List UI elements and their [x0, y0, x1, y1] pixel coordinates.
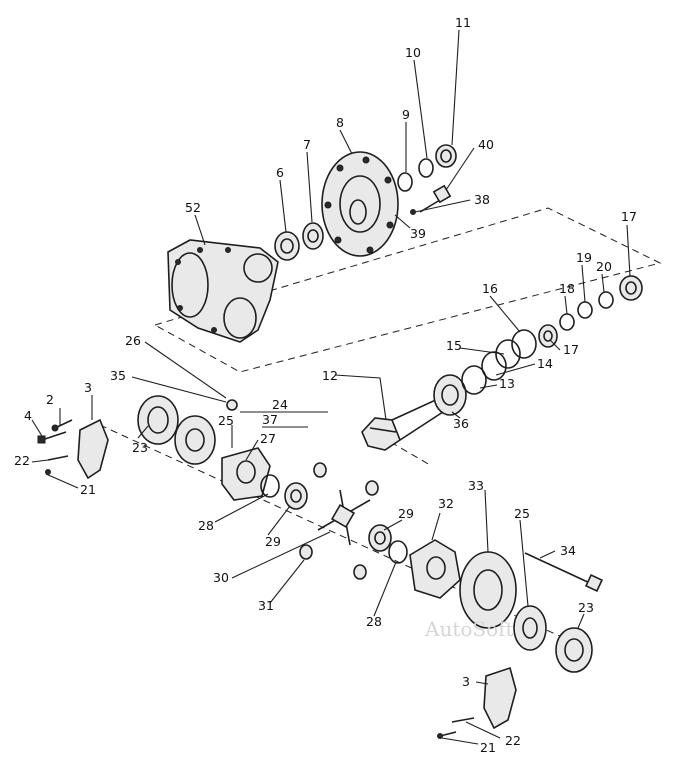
- callout-6: 6: [276, 165, 284, 180]
- lock-plate-22-right: [451, 717, 475, 723]
- callout-26: 26: [125, 333, 141, 348]
- differential-case-27: [221, 447, 271, 501]
- callout-11: 11: [455, 15, 471, 30]
- callout-24: 24: [272, 397, 288, 412]
- callout-29-left: 29: [265, 534, 281, 549]
- side-gear-29-left: [284, 482, 308, 510]
- sleeve-17: [538, 324, 558, 348]
- callout-7: 7: [303, 137, 311, 152]
- callout-22-right: 22: [505, 733, 521, 748]
- callout-10: 10: [405, 45, 421, 60]
- ring-10: [418, 158, 434, 178]
- callout-29-right: 29: [398, 506, 414, 521]
- washer-20: [598, 291, 614, 309]
- callout-33: 33: [468, 478, 484, 493]
- callout-13: 13: [499, 376, 515, 391]
- end-nut-17: [619, 275, 643, 301]
- callout-25-left: 25: [218, 413, 234, 428]
- bearing-25-right: [513, 605, 547, 651]
- pinion-bearing-36: [433, 374, 467, 416]
- callout-4: 4: [24, 408, 32, 423]
- plug-35: [226, 399, 238, 411]
- nut-11: [435, 144, 457, 168]
- callout-25-right: 25: [514, 506, 530, 521]
- callout-38: 38: [474, 192, 490, 207]
- seal-7: [302, 222, 324, 250]
- bolt-4: [37, 431, 67, 444]
- planet-gear-bottom: [353, 564, 367, 580]
- adjuster-23-left: [137, 395, 179, 445]
- callout-19: 19: [576, 250, 592, 265]
- planet-gear-31: [299, 544, 313, 560]
- callout-32: 32: [438, 496, 454, 511]
- side-gear-29-right: [368, 524, 392, 552]
- callout-3-right: 3: [462, 674, 470, 689]
- planet-gear-right: [365, 480, 379, 496]
- differential-case-32: [409, 539, 461, 599]
- callout-39: 39: [410, 226, 426, 241]
- callout-22-left: 22: [14, 453, 30, 468]
- callout-18: 18: [559, 281, 575, 296]
- bushing-9: [397, 172, 413, 192]
- callout-8: 8: [336, 115, 344, 130]
- callout-2: 2: [46, 392, 54, 407]
- bolt-2: [51, 419, 73, 432]
- callout-12: 12: [322, 368, 338, 383]
- bolt-38-40: [410, 184, 452, 215]
- adjuster-23-right: [555, 627, 593, 673]
- callout-37: 37: [262, 412, 278, 427]
- bolt-21-right: [437, 731, 457, 739]
- callout-35: 35: [110, 368, 126, 383]
- callout-36: 36: [453, 416, 469, 431]
- ring-15: [495, 339, 521, 369]
- thrust-washer-28-right: [388, 540, 408, 564]
- callout-23-right: 23: [578, 600, 594, 615]
- callout-28-left: 28: [198, 518, 214, 533]
- ring-gear-33: [459, 551, 517, 629]
- callout-21-left: 21: [80, 482, 96, 497]
- callout-16: 16: [482, 281, 498, 296]
- long-bolt-34: [524, 552, 604, 593]
- callout-28-right: 28: [366, 614, 382, 629]
- callout-21-right: 21: [480, 740, 496, 755]
- bearing-cap-3-left: [77, 418, 109, 480]
- callout-34: 34: [560, 543, 576, 558]
- ring-14: [481, 351, 507, 381]
- ring-13: [461, 365, 487, 395]
- callout-31: 31: [258, 598, 274, 613]
- callout-15: 15: [446, 338, 462, 353]
- bearing-cap-3-right: [483, 666, 517, 730]
- callout-30: 30: [213, 570, 229, 585]
- callout-20: 20: [596, 259, 612, 274]
- callout-52: 52: [185, 200, 201, 215]
- leader-lines: [31, 29, 631, 745]
- watermark: AutoSoft: [424, 617, 514, 641]
- pinion-shaft-12: [361, 396, 448, 451]
- bearing-25-left: [174, 415, 216, 465]
- callout-27: 27: [260, 431, 276, 446]
- callout-23-left: 23: [132, 440, 148, 455]
- callout-40: 40: [478, 137, 494, 152]
- washer-19: [577, 301, 593, 319]
- main-housing: [167, 239, 279, 343]
- washer-18: [559, 313, 575, 331]
- callout-14: 14: [537, 356, 553, 371]
- callout-9: 9: [402, 107, 410, 122]
- callout-labels: 11 10 9 40 8 7 6 38 52 39 17 19 20 18 16…: [14, 15, 637, 755]
- callout-3-left: 3: [84, 380, 92, 395]
- ring-16: [511, 329, 537, 359]
- flange-disc-8: [321, 151, 399, 257]
- lock-plate-22-left: [45, 455, 69, 475]
- pinion-group-frame: [154, 207, 662, 373]
- bearing-6: [274, 231, 300, 261]
- callout-17-mid: 17: [563, 342, 579, 357]
- spider-30: [317, 489, 371, 546]
- callout-17-top: 17: [621, 209, 637, 224]
- thrust-washer-28-left: [260, 474, 280, 498]
- planet-gear-top: [313, 462, 327, 478]
